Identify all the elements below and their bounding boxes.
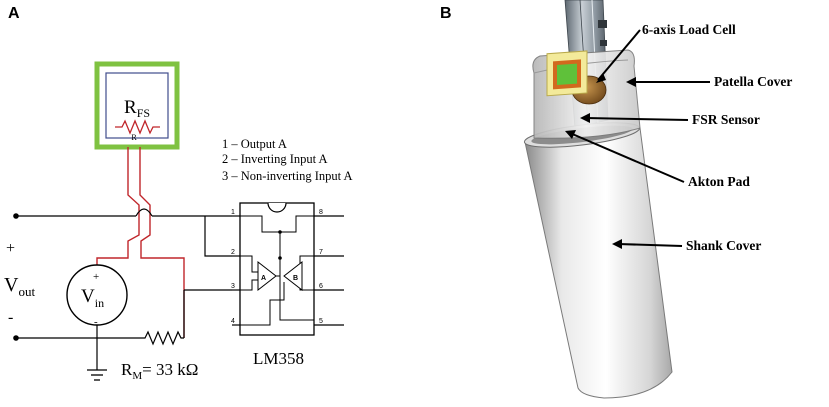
pin-number-2: 2 [231, 249, 235, 256]
rfs-label: RFS [124, 97, 150, 120]
fsr-active-area [557, 63, 577, 86]
pin-desc-2: 2 – Inverting Input A [222, 152, 328, 166]
callout-arrows [569, 29, 710, 247]
vout-top-terminal [13, 213, 19, 219]
vout-plus-sign: + [6, 240, 15, 257]
panel-b-letter: B [440, 5, 452, 22]
fsr-wire-left [96, 147, 140, 270]
pin-desc-3: 3 – Non-inverting Input A [222, 169, 353, 183]
vin-label: Vin [81, 286, 104, 310]
label-patella-cover: Patella Cover [714, 74, 792, 89]
rm-label: RM= 33 kΩ [121, 360, 198, 382]
opamp-a-triangle [257, 260, 277, 292]
panel-b: B [440, 0, 792, 399]
vout-bottom-terminal [13, 335, 19, 341]
wire-crossing-jumper [135, 208, 153, 217]
vin-plus-sign: + [93, 271, 99, 283]
fsr-sensor-assembly [546, 50, 588, 97]
pin-number-8: 8 [319, 209, 323, 216]
lm358-chip: 1 2 3 4 8 7 6 5 A B [231, 202, 344, 336]
label-fsr-sensor: FSR Sensor [692, 112, 760, 127]
pin-number-4: 4 [231, 318, 235, 325]
opamp-a-label: A [261, 275, 266, 282]
fsr-wires [96, 147, 185, 338]
pin-number-5: 5 [319, 318, 323, 325]
ground-symbol [87, 369, 107, 381]
pin-desc-1: 1 – Output A [222, 137, 287, 151]
label-akton-pad: Akton Pad [688, 174, 750, 189]
pin-description-list: 1 – Output A 2 – Inverting Input A 3 – N… [222, 137, 353, 183]
pin-number-1: 1 [231, 209, 235, 216]
label-shank-cover: Shank Cover [686, 238, 761, 253]
pin-number-7: 7 [319, 249, 323, 256]
rm-resistor-zigzag [140, 330, 184, 346]
chip-name-label: LM358 [253, 349, 304, 368]
panel-a: A RFS R [4, 5, 353, 382]
chip-notch [267, 202, 287, 213]
fsr-resistor-box: RFS R [94, 61, 180, 150]
vout-label: Vout [4, 274, 35, 299]
pin-number-6: 6 [319, 283, 323, 290]
vin-minus-sign: - [94, 316, 98, 328]
opamp-b-label: B [293, 275, 298, 282]
opamp-b-triangle [283, 260, 303, 292]
arrow-heads [565, 73, 636, 249]
vin-source-circle [66, 264, 128, 326]
chip-body [239, 202, 315, 336]
fsr-zigzag-symbol [115, 119, 160, 135]
label-load-cell: 6-axis Load Cell [642, 22, 736, 37]
shank-cover [523, 122, 673, 399]
fsr-wire-right [139, 147, 185, 338]
fsr-r-tag: R [131, 133, 137, 142]
vout-minus-sign: - [8, 309, 13, 326]
panel-a-letter: A [8, 5, 20, 22]
pin-number-3: 3 [231, 283, 235, 290]
pin2-feedback-wire [204, 216, 232, 257]
